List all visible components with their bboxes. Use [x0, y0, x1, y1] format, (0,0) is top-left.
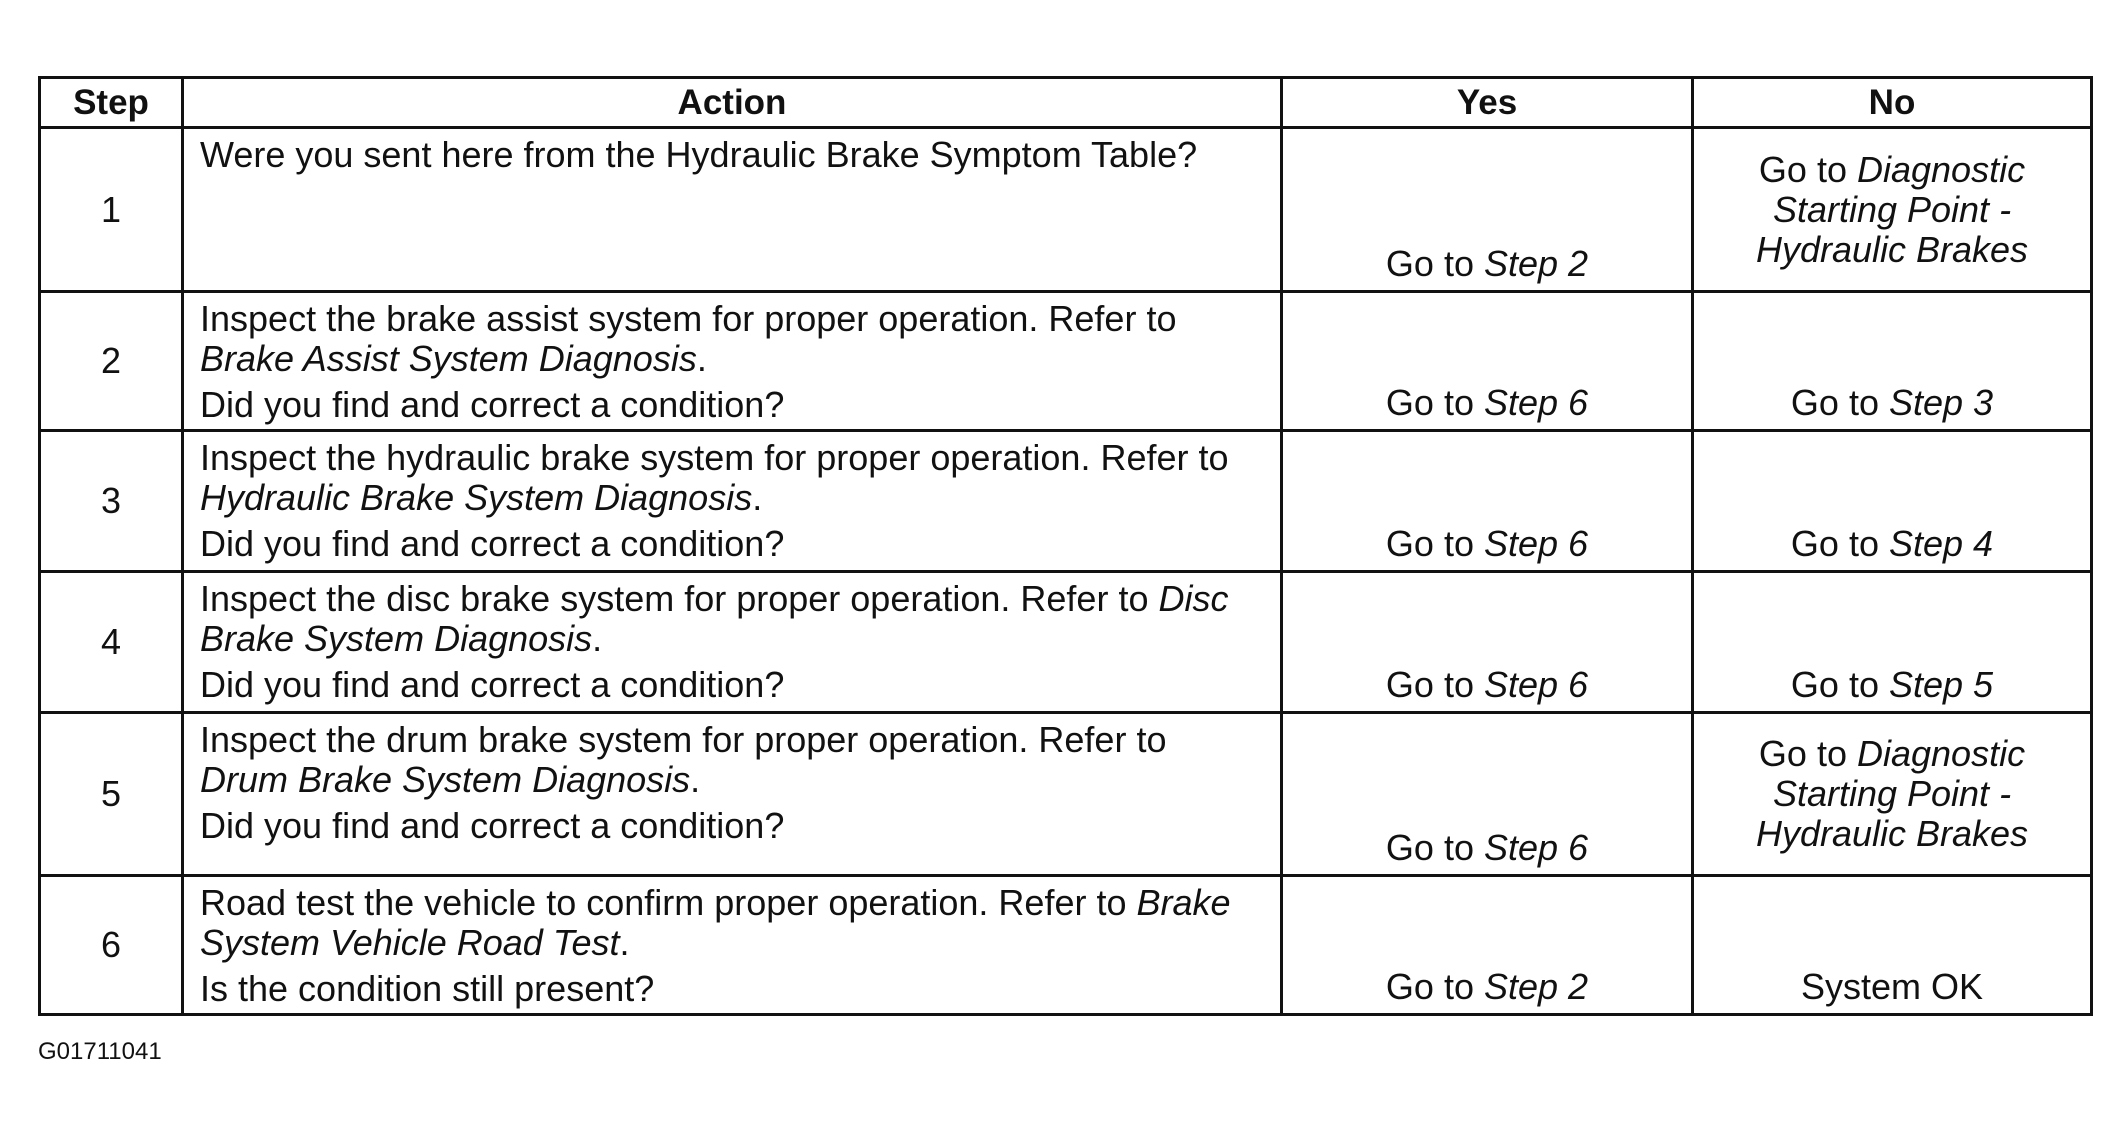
no-step-ref: Step 4 — [1888, 523, 1994, 564]
action-instruction: Inspect the brake assist system for prop… — [200, 299, 1264, 379]
action-tail: . — [592, 618, 603, 659]
action-cell: Inspect the brake assist system for prop… — [181, 290, 1283, 432]
action-question: Did you find and correct a condition? — [200, 384, 785, 425]
action-instruction: Inspect the hydraulic brake system for p… — [200, 438, 1264, 518]
action-reference: Disc Brake System Diagnosis — [200, 578, 1229, 659]
header-action: Action — [181, 76, 1283, 129]
action-text: Were you sent here from the Hydraulic Br… — [200, 134, 1198, 175]
yes-prefix: Go to — [1385, 827, 1484, 868]
yes-step-ref: Step 6 — [1483, 382, 1589, 423]
yes-cell: Go to Step 2 — [1280, 874, 1694, 1016]
action-text: Inspect the drum brake system for proper… — [200, 719, 1167, 760]
action-tail: . — [619, 922, 630, 963]
action-text: Inspect the brake assist system for prop… — [200, 298, 1177, 339]
table-row: 2 Inspect the brake assist system for pr… — [38, 290, 2093, 432]
no-prefix: Go to — [1790, 664, 1889, 705]
action-text: Road test the vehicle to confirm proper … — [200, 882, 1137, 923]
yes-prefix: Go to — [1385, 523, 1484, 564]
no-cell: Go to Diagnostic Starting Point - Hydrau… — [1691, 711, 2093, 877]
yes-prefix: Go to — [1385, 664, 1484, 705]
action-tail: . — [690, 759, 701, 800]
action-reference: Brake System Vehicle Road Test — [200, 882, 1231, 963]
yes-step-ref: Step 6 — [1483, 523, 1589, 564]
action-reference: Hydraulic Brake System Diagnosis — [200, 477, 753, 518]
no-prefix: System OK — [1800, 966, 1984, 1007]
yes-prefix: Go to — [1385, 382, 1484, 423]
table-row: 5 Inspect the drum brake system for prop… — [38, 711, 2093, 877]
figure-id: G01711041 — [38, 1038, 162, 1065]
action-question: Did you find and correct a condition? — [200, 523, 785, 564]
no-prefix: Go to — [1790, 523, 1889, 564]
action-tail: . — [696, 338, 707, 379]
header-yes: Yes — [1280, 76, 1694, 129]
action-question: Did you find and correct a condition? — [200, 805, 785, 846]
no-cell: Go to Diagnostic Starting Point - Hydrau… — [1691, 126, 2093, 293]
no-cell: Go to Step 4 — [1691, 429, 2093, 573]
action-question: Is the condition still present? — [200, 968, 655, 1009]
action-cell: Were you sent here from the Hydraulic Br… — [181, 126, 1283, 293]
yes-cell: Go to Step 6 — [1280, 290, 1694, 432]
step-number: 5 — [38, 711, 184, 877]
action-question: Did you find and correct a condition? — [200, 664, 785, 705]
yes-cell: Go to Step 6 — [1280, 570, 1694, 714]
step-number: 4 — [38, 570, 184, 714]
action-cell: Inspect the disc brake system for proper… — [181, 570, 1283, 714]
action-text: Inspect the hydraulic brake system for p… — [200, 437, 1229, 478]
table-row: 3 Inspect the hydraulic brake system for… — [38, 429, 2093, 573]
table-row: 6 Road test the vehicle to confirm prope… — [38, 874, 2093, 1016]
step-number: 2 — [38, 290, 184, 432]
no-step-ref: Step 5 — [1888, 664, 1994, 705]
yes-cell: Go to Step 2 — [1280, 126, 1694, 293]
action-instruction: Road test the vehicle to confirm proper … — [200, 883, 1264, 963]
no-prefix: Go to — [1758, 148, 1857, 190]
no-prefix: Go to — [1758, 733, 1857, 774]
header-no: No — [1691, 76, 2093, 129]
action-cell: Inspect the drum brake system for proper… — [181, 711, 1283, 877]
diagnostic-table: Step Action Yes No 1 Were you sent here … — [38, 76, 2093, 1016]
step-number: 6 — [38, 874, 184, 1016]
step-number: 1 — [38, 126, 184, 293]
no-step-ref: Step 3 — [1888, 382, 1994, 423]
no-cell: System OK — [1691, 874, 2093, 1016]
no-step-ref: Diagnostic Starting Point - Hydraulic Br… — [1755, 148, 2029, 270]
yes-step-ref: Step 2 — [1483, 243, 1589, 284]
step-number: 3 — [38, 429, 184, 573]
yes-step-ref: Step 2 — [1483, 966, 1589, 1007]
no-step-ref: Diagnostic Starting Point - Hydraulic Br… — [1755, 733, 2029, 854]
action-cell: Inspect the hydraulic brake system for p… — [181, 429, 1283, 573]
table-header-row: Step Action Yes No — [38, 76, 2093, 129]
yes-cell: Go to Step 6 — [1280, 711, 1694, 877]
header-step: Step — [38, 76, 184, 129]
no-cell: Go to Step 3 — [1691, 290, 2093, 432]
yes-prefix: Go to — [1385, 243, 1484, 284]
no-prefix: Go to — [1790, 382, 1889, 423]
no-cell: Go to Step 5 — [1691, 570, 2093, 714]
table-row: 1 Were you sent here from the Hydraulic … — [38, 126, 2093, 293]
action-reference: Drum Brake System Diagnosis — [200, 759, 691, 800]
action-text: Inspect the disc brake system for proper… — [200, 578, 1159, 619]
yes-step-ref: Step 6 — [1483, 827, 1589, 868]
yes-step-ref: Step 6 — [1483, 664, 1589, 705]
action-reference: Brake Assist System Diagnosis — [200, 338, 697, 379]
table-row: 4 Inspect the disc brake system for prop… — [38, 570, 2093, 714]
action-cell: Road test the vehicle to confirm proper … — [181, 874, 1283, 1016]
yes-cell: Go to Step 6 — [1280, 429, 1694, 573]
yes-prefix: Go to — [1385, 966, 1484, 1007]
action-instruction: Inspect the disc brake system for proper… — [200, 579, 1264, 659]
action-instruction: Inspect the drum brake system for proper… — [200, 720, 1264, 800]
action-tail: . — [752, 477, 763, 518]
